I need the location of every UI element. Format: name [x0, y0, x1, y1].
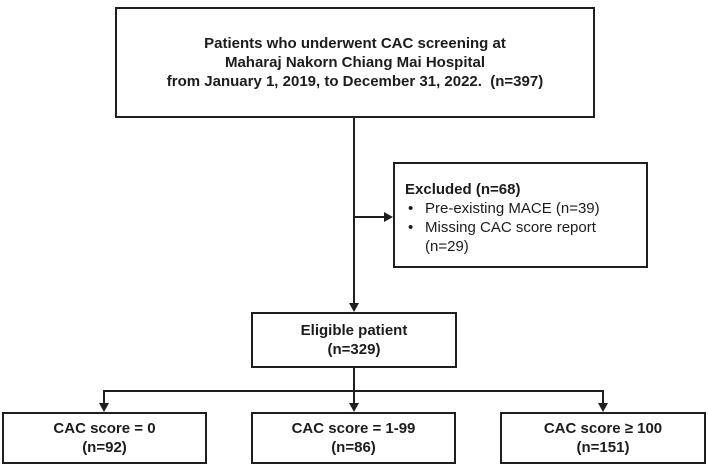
arrowhead-down-eligible-icon [349, 303, 359, 312]
excluded-box: Excluded (n=68) • Pre-existing MACE (n=3… [393, 162, 648, 268]
connector-branch-excluded [354, 216, 385, 218]
arrowhead-down-left-icon [99, 403, 109, 412]
arrowhead-down-middle-icon [349, 403, 359, 412]
outcome-box-cac-1-99: CAC score = 1-99 (n=86) [251, 412, 456, 464]
connector-drop-left [103, 390, 105, 404]
outcome-cac-100-plus-count: (n=151) [576, 439, 630, 456]
arrowhead-down-right-icon [598, 403, 608, 412]
outcome-cac-100-plus-label: CAC score ≥ 100 [543, 420, 663, 437]
outcome-box-cac-0: CAC score = 0 (n=92) [2, 412, 207, 464]
eligible-box: Eligible patient (n=329) [251, 312, 457, 368]
outcome-box-cac-100-plus: CAC score ≥ 100 (n=151) [500, 412, 706, 464]
outcome-cac-1-99-label: CAC score = 1-99 [291, 420, 416, 437]
eligible-line-1: Eligible patient [300, 322, 408, 339]
outcome-cac-1-99-count: (n=86) [331, 439, 376, 456]
excluded-item-1: • Pre-existing MACE (n=39) [405, 199, 638, 218]
eligible-line-2: (n=329) [327, 341, 381, 358]
outcome-cac-0-count: (n=92) [82, 439, 127, 456]
outcome-cac-0-label: CAC score = 0 [53, 420, 156, 437]
bullet-icon: • [408, 200, 414, 217]
distributor-line [103, 390, 604, 392]
connector-drop-right [602, 390, 604, 404]
enrollment-line-2: Maharaj Nakorn Chiang Mai Hospital [224, 54, 486, 71]
excluded-item-2: • Missing CAC score report (n=29) [405, 218, 638, 256]
arrowhead-right-excluded-icon [384, 212, 393, 222]
excluded-item-1-label: Pre-existing MACE (n=39) [425, 200, 600, 217]
enrollment-line-3: from January 1, 2019, to December 31, 20… [166, 73, 544, 90]
connector-eligible-to-distributor [353, 367, 355, 404]
excluded-item-2-label: Missing CAC score report (n=29) [425, 219, 601, 255]
excluded-title: Excluded (n=68) [405, 181, 521, 198]
enrollment-box: Patients who underwent CAC screening at … [115, 7, 595, 118]
bullet-icon: • [408, 219, 414, 236]
connector-top-to-eligible [353, 118, 355, 304]
enrollment-line-1: Patients who underwent CAC screening at [204, 35, 506, 52]
